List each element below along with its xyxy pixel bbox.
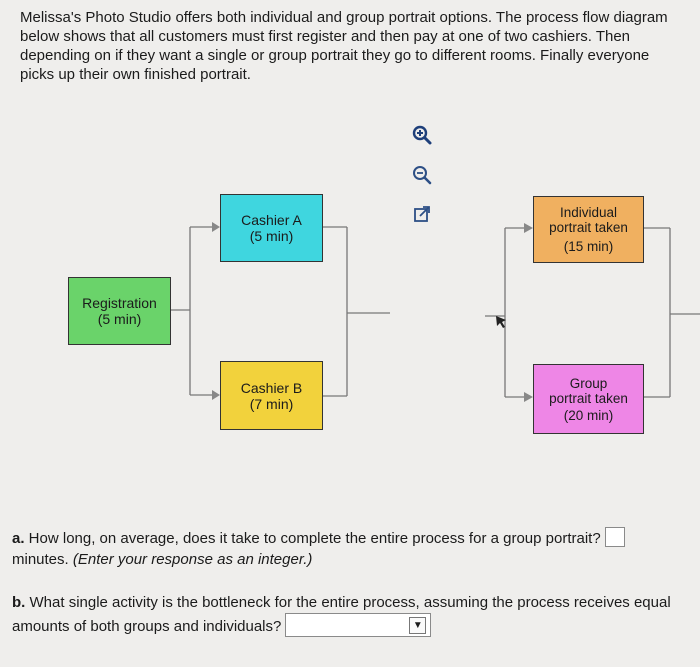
zoom-out-button[interactable]: [410, 163, 434, 187]
cashier-a-box: Cashier A (5 min): [220, 194, 323, 262]
individual-portrait-box: Individual portrait taken (15 min): [533, 196, 644, 263]
question-b-text: What single activity is the bottleneck f…: [12, 594, 671, 635]
question-b: b. What single activity is the bottlenec…: [12, 592, 692, 637]
cashier-b-time: (7 min): [249, 395, 294, 412]
cashier-b-label: Cashier B: [240, 379, 303, 396]
zoom-out-icon: [413, 166, 432, 185]
cashier-a-time: (5 min): [249, 228, 294, 244]
question-a: a. How long, on average, does it take to…: [12, 527, 692, 570]
question-a-label: a.: [12, 530, 25, 547]
group-time: (20 min): [563, 407, 614, 423]
registration-time: (5 min): [97, 311, 142, 327]
question-a-note: (Enter your response as an integer.): [72, 551, 313, 568]
question-a-answer-input[interactable]: [604, 527, 625, 547]
group-portrait-box: Group portrait taken (20 min): [533, 364, 644, 434]
registration-box: Registration (5 min): [68, 277, 171, 345]
question-b-label: b.: [12, 594, 26, 611]
open-external-button[interactable]: [410, 202, 434, 226]
individual-label-line2: portrait taken: [549, 220, 628, 235]
zoom-in-button[interactable]: [410, 123, 434, 147]
dropdown-arrow-icon[interactable]: ▼: [409, 617, 427, 634]
intro-paragraph: Melissa's Photo Studio offers both indiv…: [20, 9, 668, 83]
group-label-line2: portrait taken: [549, 390, 628, 406]
mouse-cursor: [496, 316, 506, 328]
group-label-line1: Group: [569, 375, 608, 391]
individual-time: (15 min): [563, 239, 614, 254]
cashier-a-label: Cashier A: [241, 212, 302, 228]
question-a-text: How long, on average, does it take to co…: [24, 530, 601, 547]
open-external-icon: [414, 206, 430, 222]
question-a-note-prefix: minutes.: [12, 551, 73, 568]
cashier-b-box: Cashier B (7 min): [220, 361, 323, 430]
registration-label: Registration: [82, 295, 157, 311]
zoom-in-icon: [412, 125, 432, 145]
question-b-answer-select[interactable]: ▼: [285, 613, 432, 637]
individual-label-line1: Individual: [559, 205, 618, 220]
